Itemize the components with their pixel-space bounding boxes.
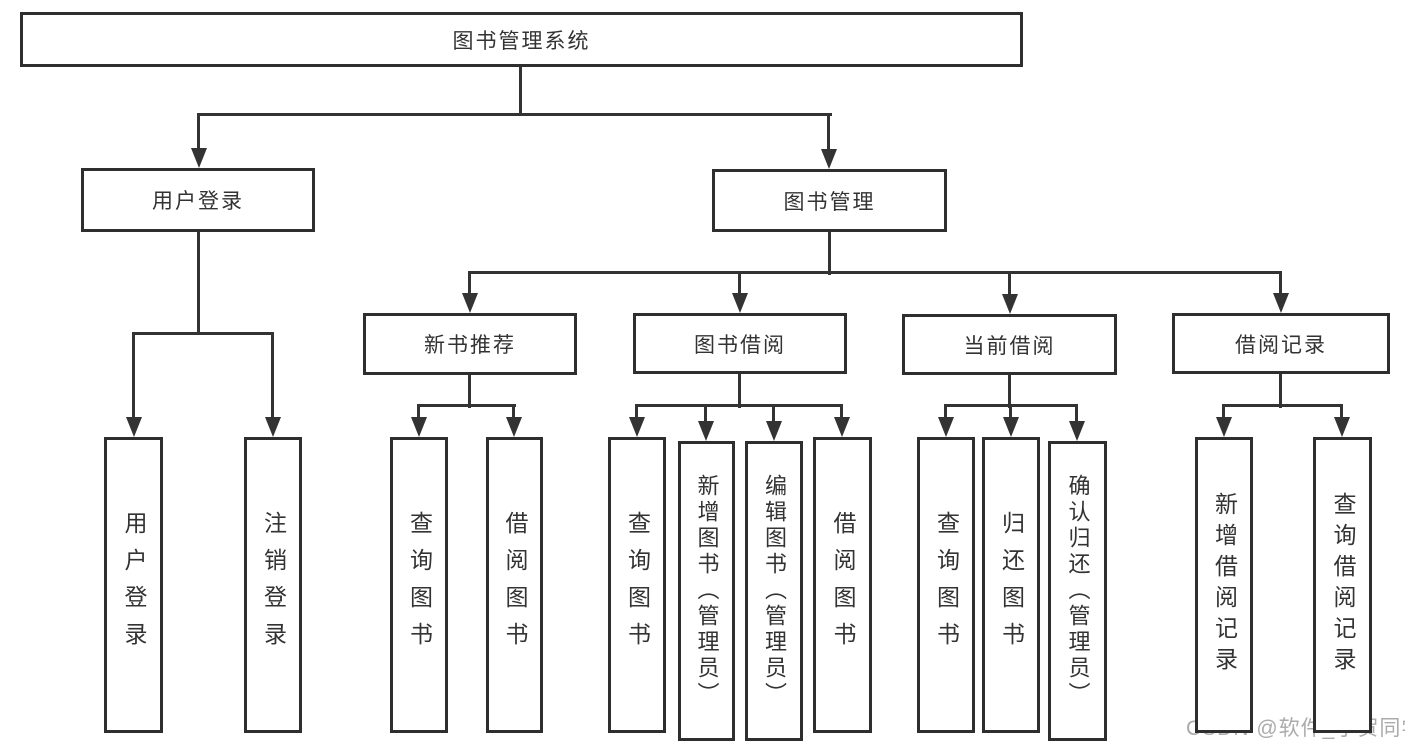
node-cb-confirm-return: 确认归还（管理员）	[1048, 441, 1107, 741]
connector-line	[944, 404, 1078, 407]
arrow-down-icon	[126, 417, 142, 437]
node-book-mgmt: 图书管理	[712, 169, 947, 232]
arrow-down-icon	[1069, 421, 1085, 441]
node-bb-borrow-books: 借阅图书	[813, 437, 872, 733]
node-bb-add-books: 新增图书（管理员）	[678, 441, 735, 741]
node-bb-edit-books: 编辑图书（管理员）	[745, 441, 803, 741]
node-cb-return-books: 归还图书	[982, 437, 1040, 733]
arrow-down-icon	[629, 417, 645, 437]
node-borrow-records: 借阅记录	[1172, 313, 1390, 374]
connector-line	[704, 406, 707, 426]
connector-line	[1008, 273, 1011, 298]
arrow-down-icon	[1002, 294, 1018, 314]
connector-line	[417, 404, 516, 407]
connector-line	[1279, 273, 1282, 298]
connector-line	[1008, 375, 1011, 408]
arrow-down-icon	[732, 293, 748, 313]
arrow-down-icon	[1273, 293, 1289, 313]
connector-line	[1222, 404, 1343, 407]
node-current-borrow: 当前借阅	[902, 314, 1117, 375]
connector-line	[635, 404, 843, 407]
arrow-down-icon	[1003, 417, 1019, 437]
connector-line	[1009, 406, 1012, 422]
arrow-down-icon	[191, 148, 207, 168]
node-book-borrow: 图书借阅	[633, 313, 847, 374]
arrow-down-icon	[462, 293, 478, 313]
node-rec-query-books: 查询图书	[390, 437, 448, 733]
node-logout-leaf: 注销登录	[244, 437, 302, 733]
arrow-down-icon	[938, 417, 954, 437]
connector-line	[840, 406, 843, 422]
node-cb-query-books: 查询图书	[917, 437, 975, 733]
connector-line	[772, 406, 775, 426]
connector-line	[468, 271, 1282, 274]
connector-line	[197, 232, 200, 335]
connector-line	[1222, 406, 1225, 422]
connector-line	[519, 67, 522, 116]
connector-line	[1279, 374, 1282, 408]
arrow-down-icon	[1216, 417, 1232, 437]
arrow-down-icon	[1334, 417, 1350, 437]
connector-line	[1075, 406, 1078, 426]
node-root: 图书管理系统	[20, 12, 1023, 67]
connector-line	[738, 273, 741, 298]
arrow-down-icon	[834, 417, 850, 437]
node-bb-query-books: 查询图书	[608, 437, 666, 733]
connector-line	[468, 273, 471, 298]
connector-line	[468, 375, 471, 408]
connector-line	[512, 406, 515, 422]
connector-line	[417, 406, 420, 422]
arrow-down-icon	[411, 417, 427, 437]
connector-line	[828, 232, 831, 275]
node-new-book-rec: 新书推荐	[363, 313, 577, 375]
connector-line	[197, 113, 832, 116]
node-rec-borrow-books: 借阅图书	[486, 437, 543, 733]
connector-line	[132, 334, 135, 422]
connector-line	[132, 332, 274, 335]
node-br-add-record: 新增借阅记录	[1195, 437, 1253, 733]
arrow-down-icon	[698, 421, 714, 441]
connector-line	[271, 334, 274, 422]
arrow-down-icon	[265, 417, 281, 437]
connector-line	[944, 406, 947, 422]
arrow-down-icon	[766, 421, 782, 441]
connector-line	[827, 113, 830, 155]
arrow-down-icon	[821, 149, 837, 169]
node-br-query-record: 查询借阅记录	[1313, 437, 1372, 733]
node-user-login: 用户登录	[81, 168, 315, 232]
connector-line	[635, 406, 638, 422]
connector-line	[1340, 406, 1343, 422]
node-user-login-leaf: 用户登录	[104, 437, 163, 733]
connector-line	[197, 113, 200, 155]
connector-line	[738, 374, 741, 408]
arrow-down-icon	[506, 417, 522, 437]
